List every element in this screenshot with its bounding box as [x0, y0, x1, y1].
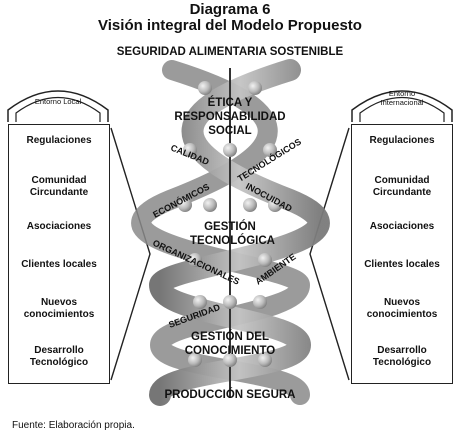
- right-item-comunidad: Comunidad Circundante: [372, 175, 432, 198]
- left-item-nuevos: Nuevos conocimientos: [23, 297, 95, 320]
- diagram-subtitle: SEGURIDAD ALIMENTARIA SOSTENIBLE: [116, 46, 344, 58]
- left-arch: [7, 90, 109, 122]
- center-middle-label: GESTIÓN TECNOLÓGICA: [190, 221, 275, 247]
- right-item-asociaciones: Asociaciones: [369, 221, 435, 232]
- right-item-nuevos: Nuevos conocimientos: [366, 297, 438, 320]
- helix-spheres: [178, 81, 282, 367]
- right-arch-label: Entorno Internacional: [380, 89, 424, 107]
- left-item-comunidad: Comunidad Circundante: [29, 175, 89, 198]
- left-arch-label: Entorno Local: [34, 97, 82, 106]
- center-bottom-label: PRODUCCIÓN SEGURA: [164, 389, 296, 401]
- right-arch: [351, 90, 453, 122]
- right-item-desarrollo: Desarrollo Tecnológico: [372, 345, 432, 368]
- helix-back-strand: [131, 60, 311, 405]
- left-item-desarrollo: Desarrollo Tecnológico: [29, 345, 89, 368]
- left-panel: Regulaciones Comunidad Circundante Asoci…: [8, 124, 110, 384]
- left-item-regulaciones: Regulaciones: [26, 135, 92, 146]
- source-note: Fuente: Elaboración propia.: [12, 420, 135, 431]
- center-lower-label: GESTIÓN DEL CONOCIMIENTO: [184, 331, 276, 357]
- diagram-title: Visión integral del Modelo Propuesto: [98, 17, 362, 34]
- left-arrow: [110, 127, 151, 381]
- diagram-number: Diagrama 6: [189, 1, 271, 18]
- right-item-clientes: Clientes locales: [364, 259, 440, 270]
- left-item-asociaciones: Asociaciones: [26, 221, 92, 232]
- center-top-label: ÉTICA Y RESPONSABILIDAD SOCIAL: [174, 97, 286, 137]
- right-item-regulaciones: Regulaciones: [369, 135, 435, 146]
- right-panel: Regulaciones Comunidad Circundante Asoci…: [351, 124, 453, 384]
- left-item-clientes: Clientes locales: [21, 259, 97, 270]
- helix-front-strand: [148, 59, 330, 406]
- right-arrow: [309, 127, 350, 381]
